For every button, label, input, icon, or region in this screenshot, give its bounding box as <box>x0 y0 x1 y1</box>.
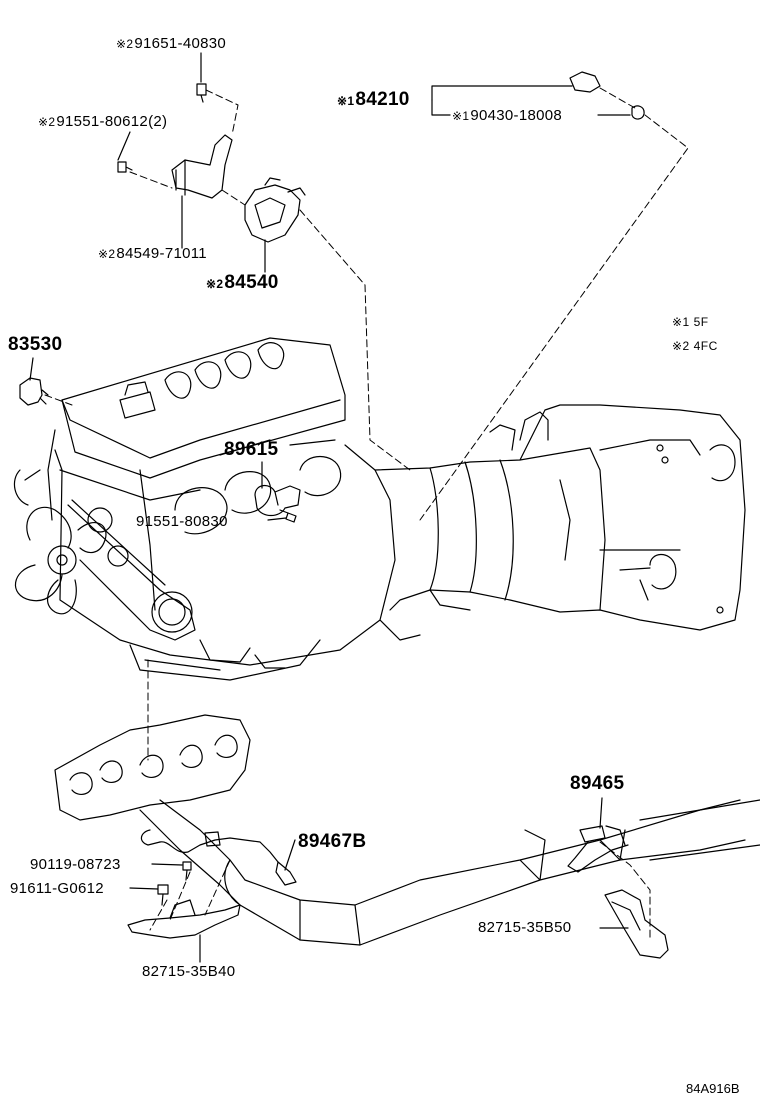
marker-1: ※1 <box>337 94 355 108</box>
label-90430-18008: ※190430-18008 <box>452 108 562 123</box>
exhaust-manifold-drawing <box>54 714 760 946</box>
leader-lines <box>29 52 631 963</box>
part-number-84210: 84210 <box>355 89 410 110</box>
marker-1: ※1 <box>452 109 470 123</box>
part-number-91551-80612: 91551-80612 <box>56 113 149 130</box>
quantity-note: (2) <box>148 113 168 130</box>
part-number-91551-80830: 91551-80830 <box>136 513 228 530</box>
marker-2: ※2 <box>98 247 116 261</box>
part-number-91611-G0612: 91611-G0612 <box>10 880 104 897</box>
engine-block-drawing <box>13 337 396 681</box>
label-84210: ※184210 <box>337 90 410 109</box>
part-number-90119-08723: 90119-08723 <box>30 856 121 873</box>
label-84540: ※284540 <box>206 273 279 292</box>
part-number-84549-71011: 84549-71011 <box>116 245 207 262</box>
diagram-code: 84A916B <box>686 1081 740 1096</box>
part-number-91651-40830: 91651-40830 <box>134 35 227 52</box>
part-number-84540: 84540 <box>224 272 279 293</box>
marker-2: ※2 <box>38 115 56 129</box>
part-number-89465: 89465 <box>570 773 625 794</box>
transmission-drawing <box>374 404 746 641</box>
label-91651-40830: ※291651-40830 <box>116 36 226 51</box>
note-2: ※2 4FC <box>672 339 718 353</box>
sensor-parts-drawing <box>19 71 669 959</box>
marker-2: ※2 <box>116 37 134 51</box>
note-1: ※1 5F <box>672 315 709 329</box>
part-number-82715-35B40: 82715-35B40 <box>142 963 236 980</box>
part-number-90430-18008: 90430-18008 <box>470 107 563 124</box>
dashed-assembly-lines <box>44 87 689 941</box>
part-number-83530: 83530 <box>8 334 63 355</box>
label-84549-71011: ※284549-71011 <box>98 246 207 261</box>
part-number-82715-35B50: 82715-35B50 <box>478 919 572 936</box>
marker-2: ※2 <box>206 277 224 291</box>
label-91551-80612: ※291551-80612(2) <box>38 114 167 129</box>
part-number-89615: 89615 <box>224 439 279 460</box>
part-number-89467B: 89467B <box>298 831 367 852</box>
